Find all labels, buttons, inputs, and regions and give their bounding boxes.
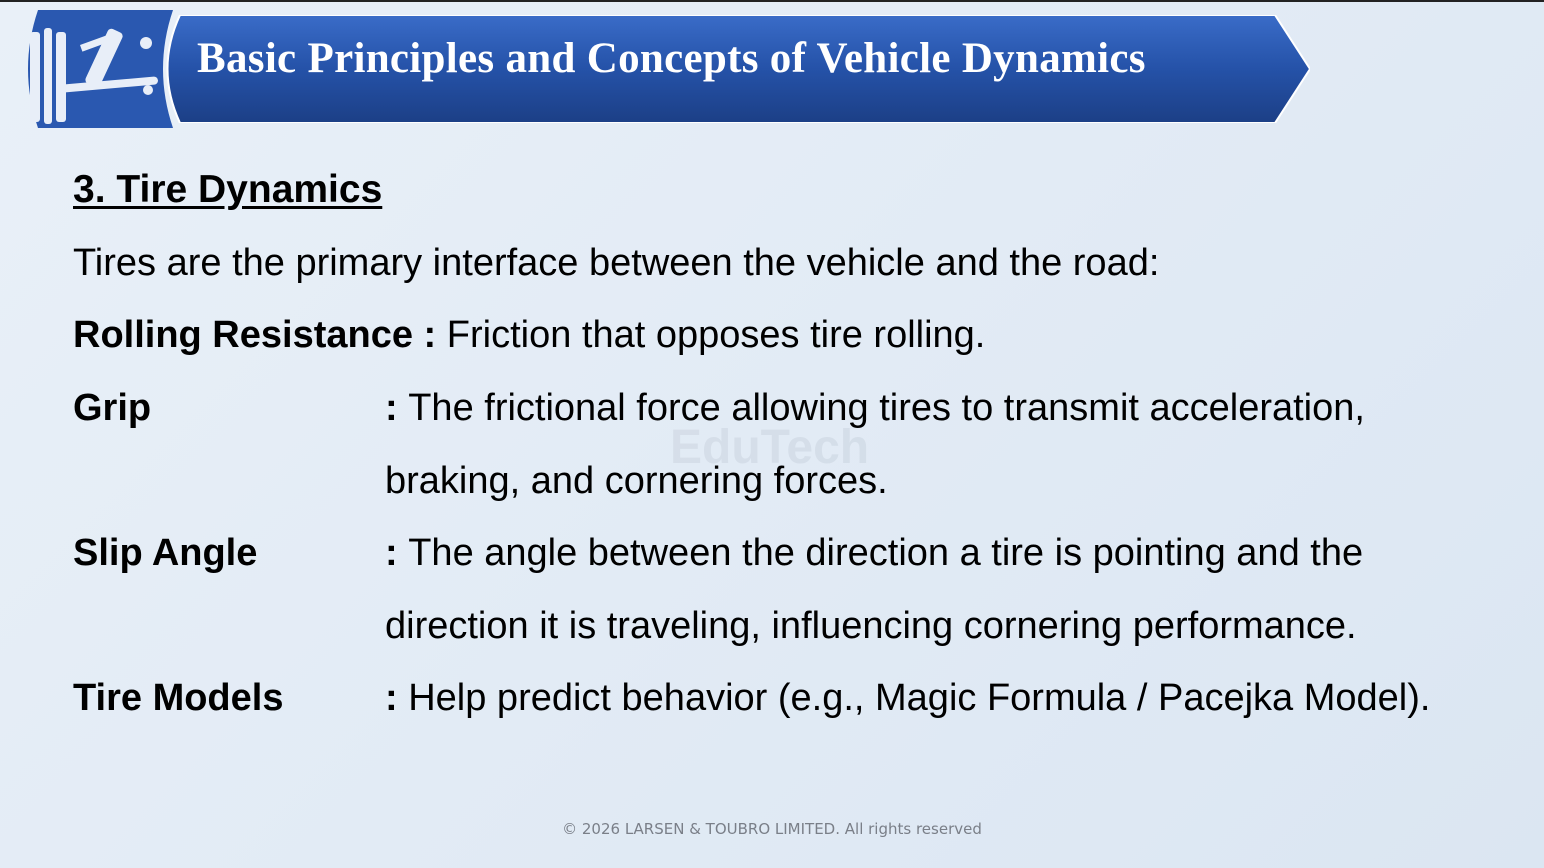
desc-slip-angle: : The angle between the direction a tire… — [385, 532, 1364, 574]
section-heading: 3. Tire Dynamics — [73, 168, 383, 211]
term: Rolling Resistance — [73, 314, 413, 356]
item-rolling-resistance: Rolling Resistance : Friction that oppos… — [73, 314, 985, 357]
term-grip: Grip — [73, 387, 152, 429]
copyright-footer: © 2026 LARSEN & TOUBRO LIMITED. All righ… — [562, 820, 982, 838]
suspension-tire-icon — [18, 10, 178, 128]
title-banner: Basic Principles and Concepts of Vehicle… — [150, 15, 1310, 123]
description: Friction that opposes tire rolling. — [446, 314, 986, 356]
term-slip-angle: Slip Angle — [73, 532, 258, 574]
slide-title: Basic Principles and Concepts of Vehicle… — [197, 35, 1146, 82]
term-tire-models: Tire Models — [73, 677, 284, 719]
separator: : — [412, 314, 447, 356]
desc-slip-angle-cont: direction it is traveling, influencing c… — [385, 605, 1357, 647]
desc-tire-models: : Help predict behavior (e.g., Magic For… — [385, 677, 1431, 719]
desc-grip-cont: braking, and cornering forces. — [385, 460, 888, 502]
intro-text: Tires are the primary interface between … — [73, 242, 1160, 284]
desc-grip: : The frictional force allowing tires to… — [385, 387, 1365, 429]
window-top-border — [0, 0, 1544, 2]
watermark: EduTech — [670, 421, 870, 474]
